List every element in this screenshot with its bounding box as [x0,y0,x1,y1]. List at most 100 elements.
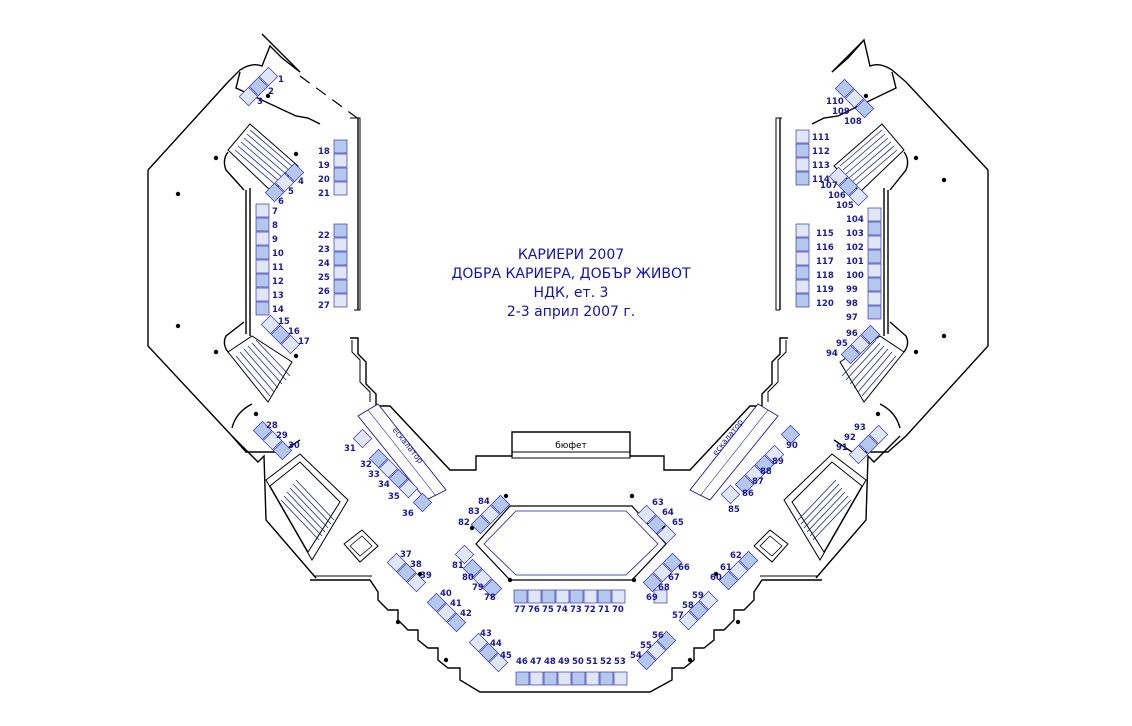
booth-77[interactable]: 77 [513,589,528,615]
booth-cell[interactable] [642,572,663,593]
booth-cell[interactable] [255,287,270,302]
booth-cell[interactable] [867,249,882,264]
booth-cell[interactable] [333,265,348,280]
booth-cell[interactable] [388,468,409,489]
booth-cell[interactable] [850,334,871,355]
booth-cell[interactable] [795,171,810,186]
booth-52[interactable]: 52 [599,657,614,686]
booth-94[interactable]: 94 [826,344,861,365]
booth-cell[interactable] [284,162,305,183]
booth-cell[interactable] [555,589,570,604]
booth-cell[interactable] [472,568,493,589]
booth-cell[interactable] [867,263,882,278]
booth-35[interactable]: 35 [388,478,419,502]
booth-cell[interactable] [255,301,270,316]
booth-42[interactable]: 42 [446,609,472,633]
booth-cell[interactable] [646,514,667,535]
booth-cell[interactable] [720,484,741,505]
booth-cell[interactable] [446,612,467,633]
booth-cell[interactable] [867,221,882,236]
booth-cell[interactable] [838,176,859,197]
booth-99[interactable]: 99 [846,277,882,295]
booth-17[interactable]: 17 [280,334,310,355]
booth-cell[interactable] [754,454,775,475]
booth-34[interactable]: 34 [378,468,409,490]
booth-cell[interactable] [557,671,572,686]
booth-115[interactable]: 115 [795,223,834,239]
booth-cell[interactable] [583,589,598,604]
booth-59[interactable]: 59 [692,590,719,611]
booth-cell[interactable] [255,231,270,246]
booth-cell[interactable] [513,589,528,604]
booth-cell[interactable] [764,444,785,465]
booth-cell[interactable] [636,650,657,671]
booth-11[interactable]: 11 [255,259,284,274]
booth-23[interactable]: 23 [318,237,348,255]
booth-92[interactable]: 92 [844,433,879,455]
booth-44[interactable]: 44 [478,639,502,663]
booth-89[interactable]: 89 [764,444,785,467]
booth-18[interactable]: 18 [318,139,348,157]
booth-114[interactable]: 114 [795,171,830,186]
booth-cell[interactable] [652,562,673,583]
booth-cell[interactable] [470,514,491,535]
booth-19[interactable]: 19 [318,153,348,171]
booth-116[interactable]: 116 [795,237,834,253]
booth-4[interactable]: 4 [284,162,305,187]
booth-110[interactable]: 110 [826,78,855,107]
booth-65[interactable]: 65 [656,518,684,545]
booth-38[interactable]: 38 [396,560,422,583]
booth-69[interactable]: 69 [646,589,668,604]
booth-cell[interactable] [333,139,348,154]
booth-cell[interactable] [258,66,279,87]
booth-cell[interactable] [262,430,283,451]
booth-15[interactable]: 15 [260,314,290,335]
booth-cell[interactable] [860,324,881,345]
booth-119[interactable]: 119 [795,279,834,295]
booth-cell[interactable] [368,448,389,469]
booth-cell[interactable] [867,305,882,320]
booth-cell[interactable] [678,610,699,631]
booth-104[interactable]: 104 [846,207,882,225]
booth-39[interactable]: 39 [406,571,432,593]
booth-cell[interactable] [613,671,628,686]
booth-30[interactable]: 30 [272,440,300,461]
booth-cell[interactable] [858,434,879,455]
booth-106[interactable]: 106 [828,176,859,201]
booth-47[interactable]: 47 [529,657,544,686]
booth-cell[interactable] [333,223,348,238]
booth-cell[interactable] [738,550,759,571]
booth-9[interactable]: 9 [255,231,278,246]
booth-120[interactable]: 120 [795,293,834,309]
booth-28[interactable]: 28 [252,420,278,441]
booth-cell[interactable] [248,76,269,97]
booth-7[interactable]: 7 [255,203,278,218]
booth-76[interactable]: 76 [527,589,542,615]
booth-cell[interactable] [462,558,483,579]
booth-cell[interactable] [653,589,668,604]
booth-cell[interactable] [333,293,348,308]
booth-31[interactable]: 31 [344,428,373,454]
booth-32[interactable]: 32 [360,448,389,470]
booth-cell[interactable] [529,671,544,686]
booth-118[interactable]: 118 [795,265,834,281]
booth-cell[interactable] [698,590,719,611]
booth-50[interactable]: 50 [571,657,586,686]
booth-87[interactable]: 87 [744,464,765,487]
booth-cell[interactable] [527,589,542,604]
booth-105[interactable]: 105 [836,186,869,211]
booth-cell[interactable] [844,88,865,109]
booth-cell[interactable] [662,552,683,573]
booth-cell[interactable] [378,458,399,479]
booth-cell[interactable] [795,157,810,172]
booth-cell[interactable] [426,592,447,613]
booth-66[interactable]: 66 [662,552,690,573]
booth-108[interactable]: 108 [844,98,875,127]
booth-41[interactable]: 41 [436,599,462,623]
booth-cell[interactable] [255,273,270,288]
booth-85[interactable]: 85 [720,484,741,515]
booth-cell[interactable] [398,478,419,499]
booth-cell[interactable] [406,572,427,593]
booth-68[interactable]: 68 [642,572,670,593]
booth-cell[interactable] [795,143,810,158]
